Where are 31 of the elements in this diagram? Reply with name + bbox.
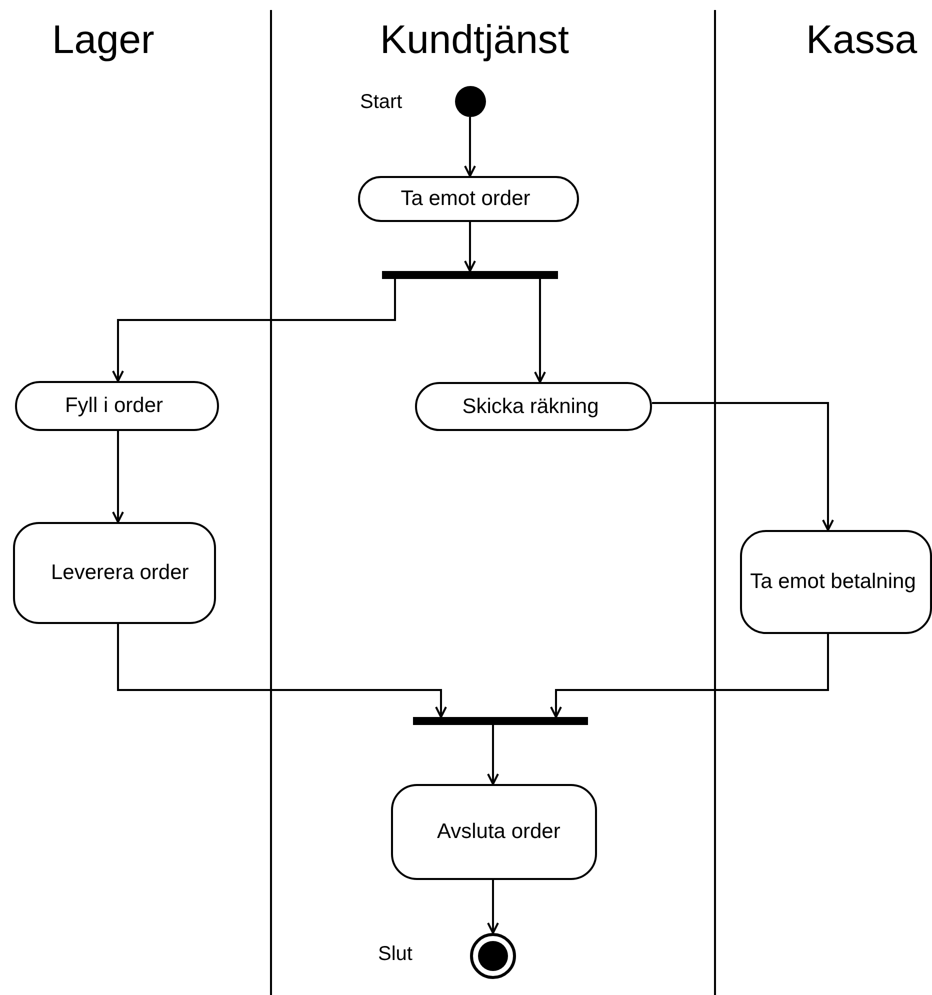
arrow xyxy=(117,624,447,718)
arrow xyxy=(534,279,546,383)
arrow xyxy=(464,117,476,177)
activity-box xyxy=(740,530,932,634)
activity-label: Fyll i order xyxy=(64,393,164,419)
activity-label: Skicka räkning xyxy=(462,394,599,420)
arrow xyxy=(464,222,476,272)
arrow xyxy=(112,431,124,523)
end-node xyxy=(470,933,516,979)
arrow xyxy=(652,402,834,531)
swimlane-title: Lager xyxy=(52,18,154,63)
activity-box xyxy=(15,381,219,431)
activity-box xyxy=(415,382,652,431)
swimlane-title: Kassa xyxy=(806,18,918,63)
arrow xyxy=(112,279,396,382)
swimlane-title: Kundtjänst xyxy=(380,18,570,63)
activity-box xyxy=(391,784,597,880)
node-caption: Start xyxy=(360,91,402,114)
activity-label: Leverera order xyxy=(51,560,189,586)
start-node xyxy=(455,86,486,117)
node-caption: Slut xyxy=(378,943,412,966)
fork-bar xyxy=(382,271,558,279)
activity-box xyxy=(13,522,216,624)
arrow xyxy=(550,634,829,718)
activity-label: Avsluta order xyxy=(437,819,560,845)
activity-label: Ta emot betalning xyxy=(750,569,916,595)
activity-label: Ta emot order xyxy=(400,186,530,212)
arrow xyxy=(487,725,499,785)
activity-box xyxy=(358,176,579,222)
join-bar xyxy=(413,717,588,725)
arrow xyxy=(487,880,499,934)
